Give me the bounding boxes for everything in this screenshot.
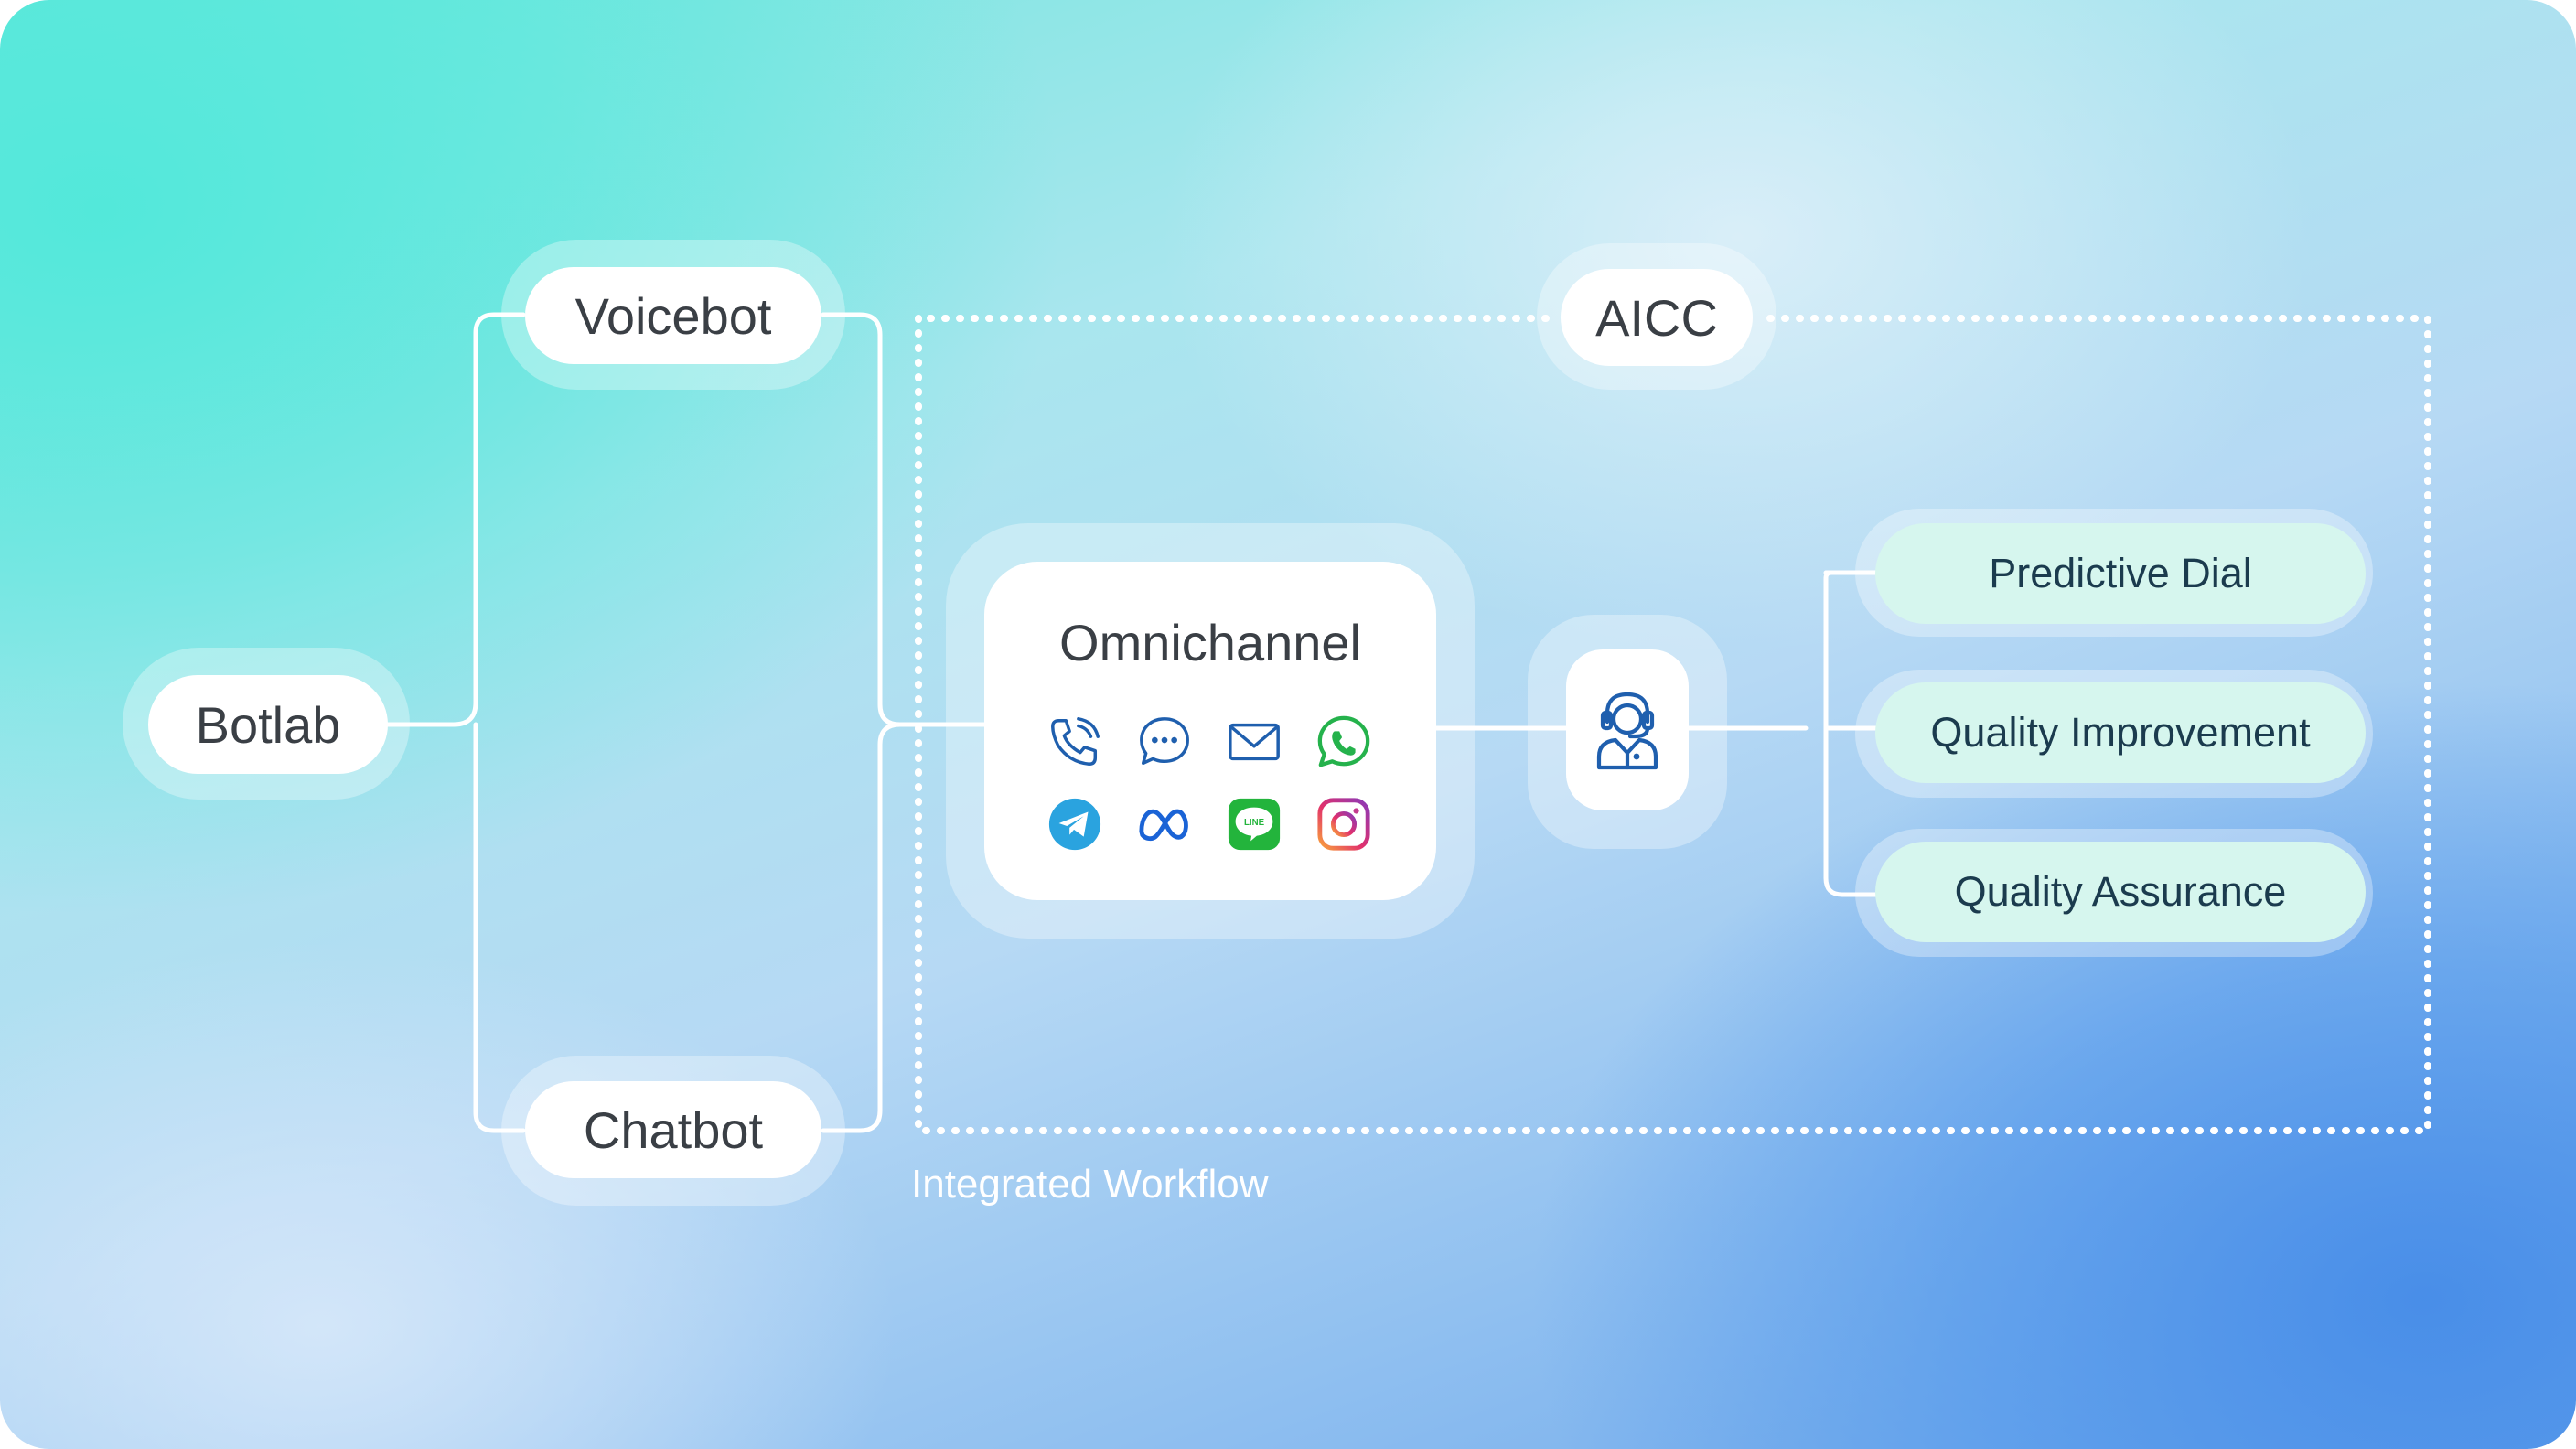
aicc-node: AICC bbox=[1561, 269, 1753, 366]
whatsapp-icon bbox=[1317, 715, 1370, 767]
quality-improvement-node: Quality Improvement bbox=[1875, 682, 2366, 783]
omnichannel-title: Omnichannel bbox=[1059, 614, 1361, 671]
line-icon: LINE bbox=[1228, 798, 1281, 851]
voicebot-node: Voicebot bbox=[525, 267, 821, 364]
chat-bubble-icon bbox=[1140, 717, 1189, 765]
email-icon bbox=[1229, 723, 1280, 761]
agent-node bbox=[1566, 649, 1689, 810]
connector-agent-services bbox=[1686, 570, 1878, 897]
connector-botlab-bots bbox=[385, 312, 526, 1133]
meta-icon bbox=[1139, 809, 1188, 842]
instagram-icon bbox=[1317, 798, 1370, 851]
headset-agent-icon bbox=[1596, 692, 1658, 770]
chatbot-node: Chatbot bbox=[525, 1081, 821, 1178]
quality-assurance-node: Quality Assurance bbox=[1875, 842, 2366, 942]
phone-icon bbox=[1051, 717, 1100, 766]
aicc-boundary-outline bbox=[915, 315, 2431, 1134]
telegram-icon bbox=[1048, 798, 1101, 851]
aicc-boundary bbox=[915, 315, 2431, 1134]
botlab-node: Botlab bbox=[148, 675, 388, 774]
connector-bots-omnichannel bbox=[821, 312, 987, 1133]
line-icon-text: LINE bbox=[1244, 818, 1265, 828]
integrated-workflow-label: Integrated Workflow bbox=[911, 1162, 1269, 1207]
omnichannel-node: Omnichannel bbox=[984, 562, 1436, 900]
predictive-dial-node: Predictive Dial bbox=[1875, 523, 2366, 624]
